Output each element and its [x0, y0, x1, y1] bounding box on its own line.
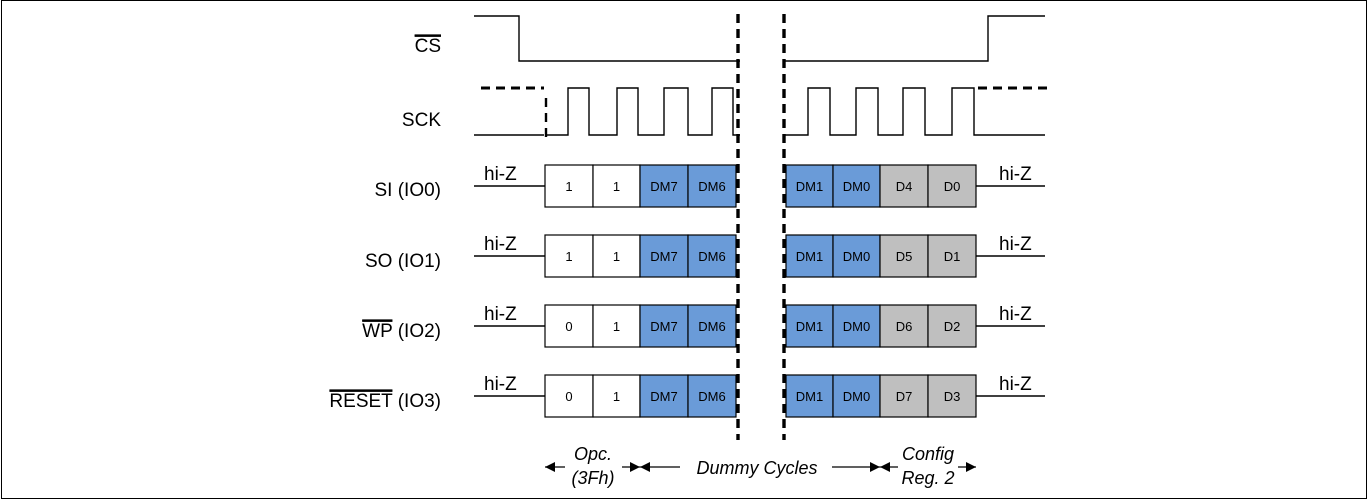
opcode-cell-label: 1 [565, 179, 572, 194]
cs-waveform-right [784, 15, 1045, 62]
dummy-cell [687, 234, 737, 278]
opcode-cell [544, 234, 594, 278]
data-cell [879, 164, 929, 208]
dummy-span-arrow-left [640, 462, 650, 472]
hiz-label-left: hi-Z [484, 234, 517, 255]
data-cell-label: D0 [944, 179, 961, 194]
hiz-label-left: hi-Z [484, 164, 517, 185]
opcode-cell-label: 1 [613, 249, 620, 264]
data-cell [879, 304, 929, 348]
dummy-cell-label: DM7 [650, 389, 677, 404]
data-cell [879, 234, 929, 278]
dummy-cell [785, 234, 834, 278]
dummy-cell-label: DM1 [796, 389, 823, 404]
data-cell-label: D3 [944, 389, 961, 404]
data-cell [927, 164, 977, 208]
sck-clock-right [784, 87, 1045, 136]
dummy-cell-label: DM7 [650, 249, 677, 264]
data-cell-label: D2 [944, 319, 961, 334]
config-span-arrow-right [966, 462, 976, 472]
dummy-cell-label: DM1 [796, 319, 823, 334]
config-phase-label: Config [902, 444, 954, 464]
dummy-cell [639, 234, 689, 278]
hiz-label-right: hi-Z [999, 304, 1032, 325]
dummy-cell-label: DM7 [650, 319, 677, 334]
opcode-phase-sublabel: (3Fh) [571, 468, 614, 488]
opcode-cell [592, 234, 641, 278]
opcode-span-arrow-right [630, 462, 640, 472]
dummy-cell-label: DM0 [843, 179, 870, 194]
signal-label-sck: SCK [402, 110, 441, 131]
hiz-label-right: hi-Z [999, 234, 1032, 255]
data-cell-label: D7 [896, 389, 913, 404]
opcode-cell [592, 374, 641, 418]
opcode-phase-label: Opc. [574, 444, 612, 464]
dummy-cell-label: DM1 [796, 249, 823, 264]
cs-waveform-left [474, 15, 740, 62]
dummy-span-arrow-right [870, 462, 880, 472]
dummy-cell [785, 304, 834, 348]
dummy-cell [639, 304, 689, 348]
data-cell-label: D4 [896, 179, 913, 194]
opcode-cell [544, 164, 594, 208]
sck-clock-left [546, 87, 740, 136]
data-cell-label: D6 [896, 319, 913, 334]
hiz-label-right: hi-Z [999, 164, 1032, 185]
dummy-cell-label: DM0 [843, 319, 870, 334]
opcode-cell-label: 1 [613, 389, 620, 404]
data-cell [879, 374, 929, 418]
dummy-cell [832, 304, 881, 348]
hiz-label-left: hi-Z [484, 374, 517, 395]
dummy-cell-label: DM0 [843, 249, 870, 264]
dummy-cell [832, 374, 881, 418]
dummy-cell [687, 374, 737, 418]
dummy-cell-label: DM6 [698, 179, 725, 194]
dummy-cell [639, 374, 689, 418]
data-cell-label: D5 [896, 249, 913, 264]
config-phase-sublabel: Reg. 2 [901, 468, 954, 488]
dummy-cell-label: DM6 [698, 389, 725, 404]
config-span-arrow-left [880, 462, 890, 472]
data-cell [927, 304, 977, 348]
opcode-cell-label: 1 [613, 179, 620, 194]
dummy-cell-label: DM1 [796, 179, 823, 194]
dummy-cell-label: DM6 [698, 319, 725, 334]
data-cell [927, 234, 977, 278]
signal-label-so-io1: SO (IO1) [365, 251, 441, 272]
opcode-cell-label: 1 [613, 319, 620, 334]
dummy-cell-label: DM6 [698, 249, 725, 264]
opcode-cell-label: 0 [565, 319, 572, 334]
dummy-phase-label: Dummy Cycles [696, 458, 817, 478]
data-cell-label: D1 [944, 249, 961, 264]
signal-label-cs: CS [415, 36, 441, 57]
dummy-cell-label: DM7 [650, 179, 677, 194]
opcode-cell-label: 0 [565, 389, 572, 404]
dummy-cell [832, 234, 881, 278]
hiz-label-left: hi-Z [484, 304, 517, 325]
dummy-cell [687, 304, 737, 348]
hiz-label-right: hi-Z [999, 374, 1032, 395]
dummy-cell-label: DM0 [843, 389, 870, 404]
opcode-span-arrow-left [545, 462, 555, 472]
signal-label-wp: WP (IO2) [362, 321, 441, 342]
data-cell [927, 374, 977, 418]
signal-label-si-io0: SI (IO0) [374, 180, 441, 201]
opcode-cell [544, 304, 594, 348]
dummy-cell [687, 164, 737, 208]
opcode-cell-label: 1 [565, 249, 572, 264]
opcode-cell [592, 304, 641, 348]
signal-label-reset: RESET (IO3) [329, 391, 441, 412]
